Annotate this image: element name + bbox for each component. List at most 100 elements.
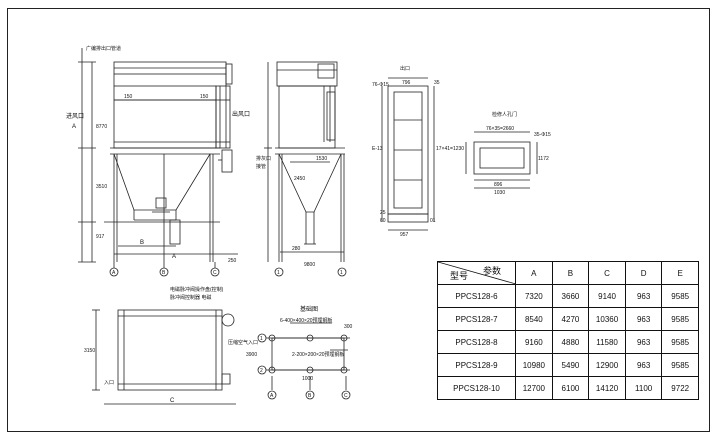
dim-a-label: A [172, 254, 176, 260]
value-cell-d: 963 [624, 353, 663, 377]
dim-150-a: 150 [124, 94, 133, 100]
axis-c-label: C [213, 270, 217, 276]
dim-b-label: B [140, 240, 144, 246]
value-cell-a: 7320 [515, 284, 553, 308]
side-dim-2450: 2450 [294, 176, 305, 182]
table-corner-cell: 参数 型号 [436, 261, 517, 285]
dim-917: 917 [96, 234, 105, 240]
bottom-mid-note1: 6-400×400×20预埋钢板 [280, 317, 333, 324]
column-header-e: E [661, 261, 699, 285]
plan-view [92, 309, 236, 405]
header-model-label: 型号 [450, 271, 469, 281]
bottom-mid-axis-1: 1 [260, 336, 263, 342]
column-header-b: B [551, 261, 590, 285]
mid-title: 出口 [400, 65, 410, 72]
side-dim-9800: 9800 [304, 262, 315, 268]
value-cell-e: 9585 [661, 330, 699, 354]
value-cell-e: 9585 [661, 353, 699, 377]
table-row: PPCS128-8 9160 4880 11580 963 9585 [436, 330, 699, 354]
value-cell-d: 963 [624, 330, 663, 354]
right-dim-1: 76×35=2660 [486, 126, 514, 132]
model-cell: PPCS128-8 [436, 330, 517, 354]
bottom-mid-title: 基础图 [300, 305, 318, 313]
bottom-mid-axis-a: A [270, 393, 274, 399]
mid-dim-side: 76-Φ15 [372, 82, 389, 88]
column-header-c: C [588, 261, 626, 285]
dim-8770: 8770 [96, 124, 107, 130]
bottom-left-dim-c: C [170, 398, 175, 404]
right-air-out-label: 出风口 [232, 110, 250, 118]
value-cell-b: 3660 [551, 284, 590, 308]
manhole-detail [465, 131, 538, 189]
value-cell-d: 1100 [624, 376, 663, 400]
side-dim-1530: 1530 [316, 156, 327, 162]
bottom-left-in: 入口 [104, 380, 114, 386]
axis-b-label: B [162, 270, 166, 276]
value-cell-c: 11580 [588, 330, 626, 354]
mid-dim-top: 796 [402, 80, 411, 86]
side-view [264, 61, 347, 277]
value-cell-d: 963 [624, 307, 663, 331]
mid-dim-right: 35 [434, 80, 440, 86]
mid-dim-bottom: 957 [400, 232, 409, 238]
model-cell: PPCS128-10 [436, 376, 517, 400]
value-cell-d: 963 [624, 284, 663, 308]
front-view [78, 48, 238, 277]
bottom-mid-axis-2: 2 [260, 368, 263, 374]
bottom-mid-axis-c: C [344, 393, 348, 399]
value-cell-e: 9585 [661, 284, 699, 308]
foundation-view [257, 322, 351, 400]
side-note-label: 排灰口 [256, 155, 271, 162]
dim-3510: 3510 [96, 184, 107, 190]
model-cell: PPCS128-6 [436, 284, 517, 308]
value-cell-b: 4880 [551, 330, 590, 354]
side-dim-280: 280 [292, 246, 301, 252]
value-cell-a: 10980 [515, 353, 553, 377]
table-row: PPCS128-10 12700 6100 14120 1100 9722 [436, 376, 699, 400]
bottom-left-air: 压缩空气入口 [228, 339, 258, 346]
model-cell: PPCS128-9 [436, 353, 517, 377]
table-row: PPCS128-7 8540 4270 10360 963 9585 [436, 307, 699, 331]
value-cell-c: 12900 [588, 353, 626, 377]
left-air-in-sub-label: A [72, 124, 76, 130]
axis-a-label: A [112, 270, 116, 276]
side-note2-label: 接管 [256, 163, 266, 170]
value-cell-b: 4270 [551, 307, 590, 331]
side-axis-1: 1 [277, 270, 280, 276]
dim-150-b: 150 [200, 94, 209, 100]
value-cell-a: 12700 [515, 376, 553, 400]
bottom-left-note1: 电磁脉冲阀操作盘(控制) [170, 286, 224, 293]
bottom-mid-note2: 2-200×200×20预埋钢板 [292, 351, 345, 358]
outlet-detail [381, 77, 435, 231]
column-header-a: A [515, 261, 553, 285]
bottom-mid-dim-1000: 1000 [302, 376, 313, 382]
header-param-label: 参数 [483, 266, 502, 276]
table-row: PPCS128-9 10980 5490 12900 963 9585 [436, 353, 699, 377]
value-cell-a: 8540 [515, 307, 553, 331]
value-cell-b: 5490 [551, 353, 590, 377]
right-dim-2: 35-Φ15 [534, 132, 551, 138]
dim-250: 250 [228, 258, 237, 264]
value-cell-e: 9585 [661, 307, 699, 331]
bottom-mid-dim-300: 300 [344, 324, 353, 330]
drawing-frame [7, 8, 710, 432]
mid-dim-inner: 17×41=1230 [436, 146, 464, 152]
model-cell: PPCS128-7 [436, 307, 517, 331]
side-axis-2: 1 [340, 270, 343, 276]
value-cell-c: 14120 [588, 376, 626, 400]
value-cell-c: 10360 [588, 307, 626, 331]
right-dim-4: 1030 [494, 190, 505, 196]
bottom-mid-axis-b: B [308, 393, 312, 399]
bottom-left-dim-v: 3150 [84, 348, 95, 354]
table-row: PPCS128-6 7320 3660 9140 963 9585 [436, 284, 699, 308]
bottom-left-note2: 脉冲阀控制器 电磁 [170, 294, 211, 301]
bottom-mid-dim-3900: 3900 [246, 352, 257, 358]
mid-dim-left: E-13 [372, 146, 383, 152]
right-title: 检修人孔门 [492, 111, 517, 118]
value-cell-b: 6100 [551, 376, 590, 400]
mid-dim-60: 60 [380, 218, 386, 224]
table-header-row: 参数 型号 A B C D E [436, 261, 699, 285]
column-header-d: D [624, 261, 663, 285]
